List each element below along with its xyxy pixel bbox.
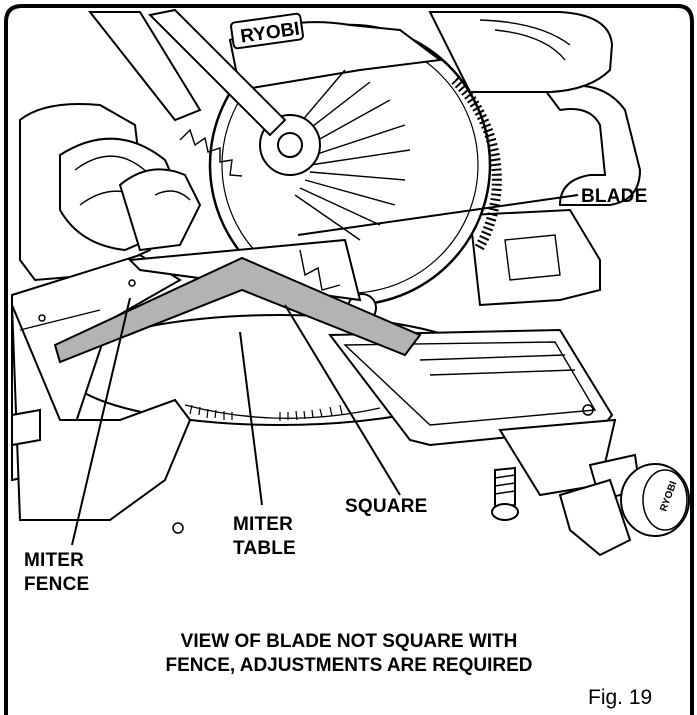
miter-fence-label-line1: MITER: [24, 550, 84, 571]
miter-table-leader: [239, 331, 263, 506]
square-tool: [53, 256, 422, 364]
square-leader: [284, 304, 401, 496]
miter-table-label-line2: TABLE: [233, 538, 296, 559]
miter-table-label-line1: MITER: [233, 514, 293, 535]
blade-label: BLADE: [581, 186, 647, 207]
caption-line2: FENCE, ADJUSTMENTS ARE REQUIRED: [165, 655, 532, 676]
figure-number: Fig. 19: [588, 686, 652, 709]
figure-border: [4, 4, 694, 715]
miter-fence-label-line2: FENCE: [24, 574, 89, 595]
miter-fence-leader: [71, 297, 131, 546]
blade-leader: [297, 194, 579, 236]
leader-lines: [71, 194, 579, 546]
miter-saw-illustration: RYOBI: [11, 8, 690, 557]
square-label: SQUARE: [345, 496, 428, 517]
caption-line1: VIEW OF BLADE NOT SQUARE WITH: [181, 631, 518, 652]
